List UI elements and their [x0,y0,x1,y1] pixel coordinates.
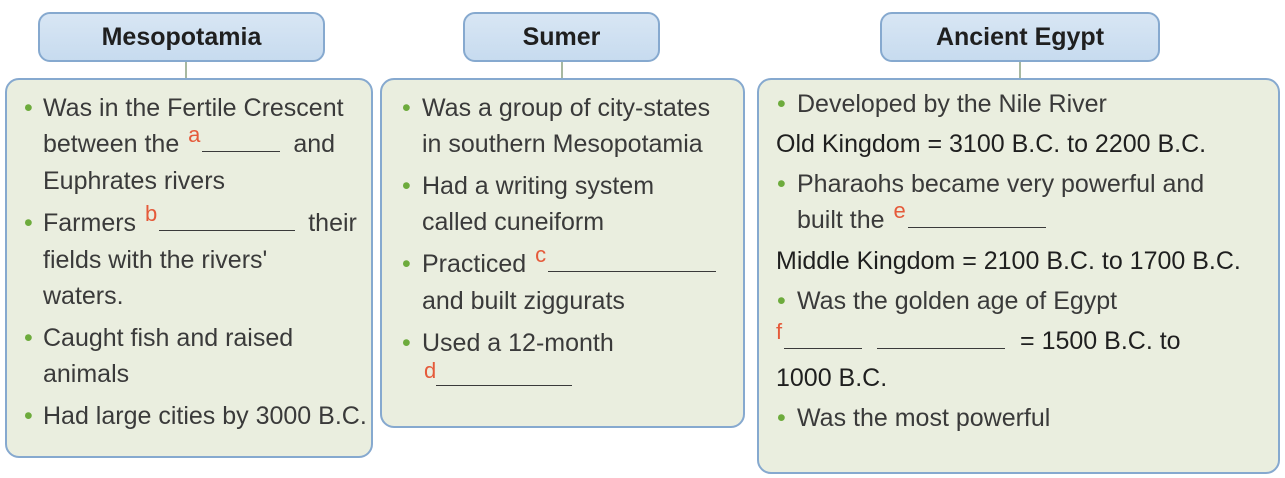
bullet-icon: • [402,250,411,278]
list-item: • Caught fish and raised animals [7,320,371,392]
list-item: • Farmers b their fields with the rivers… [7,201,371,314]
new-kingdom-heading-cont: 1000 B.C. [776,364,888,392]
blank-letter-a: a [188,122,201,147]
list-item: • Had a writing system called cuneiform [382,168,743,240]
item-text: d [422,358,743,397]
item-text: Was the golden age of Egypt [797,287,1118,315]
mesopotamia-panel: • Was in the Fertile Crescent between th… [5,78,373,458]
blank-d [436,363,572,386]
blank-c [548,249,717,272]
sumer-connector [561,62,563,78]
item-text: Farmers b their [43,201,357,237]
item-text: Had large cities by 3000 B.C. [43,402,367,430]
bullet-icon: • [402,329,411,357]
blank-b [159,208,296,231]
list-item: • Was the golden age of Egypt [759,283,1278,319]
bullet-icon: • [24,94,33,122]
mesopotamia-header: Mesopotamia [38,12,325,62]
item-text: animals [43,360,130,388]
list-item: • Practiced c and built ziggurats [382,242,743,319]
blank-letter-f: f [776,319,783,344]
item-text: Pharaohs became very powerful and [797,170,1205,198]
blank-letter-c: c [535,242,547,267]
bullet-icon: • [24,402,33,430]
egypt-panel: • Developed by the Nile River Old Kingdo… [757,78,1280,474]
item-text: Caught fish and raised [43,324,294,352]
bullet-icon: • [402,172,411,200]
item-text: Practiced c [422,242,743,283]
item-text: and built ziggurats [422,287,625,315]
item-text: Used a 12-month [422,329,614,357]
item-text: waters. [43,282,124,310]
list-item: • Was a group of city-states in southern… [382,90,743,162]
list-item: • Used a 12-month d [382,325,743,397]
middle-kingdom-heading: Middle Kingdom = 2100 B.C. to 1700 B.C. [776,247,1241,275]
blank-letter-e: e [893,198,906,223]
new-kingdom-heading: f = 1500 B.C. to [776,319,1181,355]
item-text: Euphrates rivers [43,167,226,195]
item-text: Developed by the Nile River [797,90,1107,118]
bullet-icon: • [24,209,33,237]
blank-letter-d: d [424,358,437,383]
bullet-icon: • [24,324,33,352]
item-text: Had a writing system [422,172,655,200]
item-text: Was a group of city-states [422,94,711,122]
item-text: in southern Mesopotamia [422,130,703,158]
blank-f2 [877,326,1006,349]
mesopotamia-connector [185,62,187,78]
sumer-panel: • Was a group of city-states in southern… [380,78,745,428]
egypt-header: Ancient Egypt [880,12,1160,62]
sumer-header: Sumer [463,12,660,62]
blank-a [202,129,281,152]
list-item: • Developed by the Nile River [759,86,1278,122]
item-text: Was the most powerful [797,404,1051,432]
list-item: • Had large cities by 3000 B.C. [7,398,371,434]
egypt-connector [1019,62,1021,78]
list-item: • Was the most powerful [759,400,1278,436]
item-text: built the e [797,198,1278,239]
item-text: Was in the Fertile Crescent [43,94,344,122]
bullet-icon: • [777,287,786,315]
bullet-icon: • [777,90,786,118]
blank-e [907,205,1046,228]
item-text: fields with the rivers' [43,246,268,274]
bullet-icon: • [777,404,786,432]
blank-letter-b: b [145,201,158,226]
old-kingdom-heading: Old Kingdom = 3100 B.C. to 2200 B.C. [776,130,1207,158]
list-item: • Was in the Fertile Crescent between th… [7,90,371,199]
blank-f1 [784,326,863,349]
list-item: • Pharaohs became very powerful and buil… [759,166,1278,239]
bullet-icon: • [777,170,786,198]
item-text: between the a and [43,122,336,158]
item-text: called cuneiform [422,208,605,236]
bullet-icon: • [402,94,411,122]
